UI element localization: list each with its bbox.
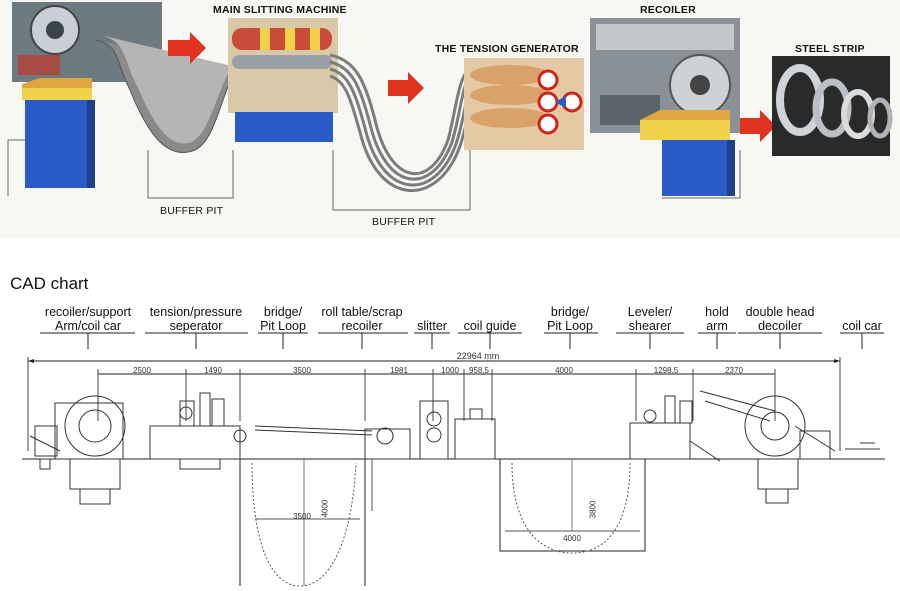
slitter-machine xyxy=(419,400,496,460)
pit-dimension-4000: 4000 xyxy=(563,534,581,543)
station-label-recoiler: RECOILER xyxy=(640,4,696,16)
flow-arrow-2 xyxy=(388,72,424,104)
ground-outline-right xyxy=(662,150,741,199)
cad-label-slitter: slitter xyxy=(417,319,447,333)
recoiler-base xyxy=(662,140,727,196)
pit-dimension-3800-vertical: 3800 xyxy=(588,500,598,519)
dimension-1298-5: 1298,5 xyxy=(653,366,679,375)
pit-1-loop xyxy=(251,462,357,587)
roll-table-machine xyxy=(254,425,411,460)
tension-separator-machine xyxy=(149,392,247,470)
station-label-main-slitting-machine: MAIN SLITTING MACHINE xyxy=(213,4,347,16)
cad-label-bridge-1: bridge/Pit Loop xyxy=(260,305,306,333)
strip-loop xyxy=(329,53,476,193)
buffer-pit-label-1: BUFFER PIT xyxy=(160,205,224,217)
ground-outline xyxy=(7,139,25,196)
flow-arrow-3 xyxy=(740,110,776,142)
process-diagram-drawing xyxy=(7,2,893,211)
station-label-steel-strip: STEEL STRIP xyxy=(795,43,865,55)
dimension-3500: 3500 xyxy=(293,366,311,375)
buffer-pit-2-outline xyxy=(332,150,471,211)
dimension-2370: 2370 xyxy=(725,366,743,375)
cad-label-coil-car: coil car xyxy=(842,319,882,333)
cad-label-bridge-2: bridge/Pit Loop xyxy=(547,305,593,333)
dimension-1981: 1981 xyxy=(390,366,408,375)
station-label-tension-generator: THE TENSION GENERATOR xyxy=(435,43,579,55)
dimension-total-length: 22964 mm xyxy=(456,351,500,361)
recoiler-machine xyxy=(29,395,126,505)
dimension-4000: 4000 xyxy=(555,366,573,375)
pit-dimension-4000-vertical: 4000 xyxy=(320,499,330,518)
cad-label-coil-guide: coil guide xyxy=(463,319,517,333)
buffer-pit-1-outline xyxy=(147,150,234,199)
dimension-1490: 1490 xyxy=(204,366,222,375)
decoiler-machine xyxy=(699,390,880,504)
decoiler-base xyxy=(25,100,87,188)
leveler-machine xyxy=(629,395,721,462)
pit-2-outline xyxy=(499,459,646,552)
recoiler-base-top xyxy=(640,120,730,140)
flow-arrow-1 xyxy=(168,32,206,64)
process-diagram: MAIN SLITTING MACHINE THE TENSION GENERA… xyxy=(0,0,900,238)
dimension-958-5: 958,5 xyxy=(468,366,490,375)
buffer-pit-label-2: BUFFER PIT xyxy=(372,216,436,228)
cad-drawing xyxy=(22,332,885,587)
pit-2-loop xyxy=(511,462,631,554)
decoiler-base-top xyxy=(22,88,92,100)
dimension-1000: 1000 xyxy=(441,366,459,375)
pit-dimension-3500: 3500 xyxy=(293,512,311,521)
dimension-2500: 2500 xyxy=(133,366,151,375)
cad-label-leveler: Leveler/shearer xyxy=(627,305,673,333)
slitter-base xyxy=(235,112,333,142)
cad-chart-title: CAD chart xyxy=(10,274,89,293)
